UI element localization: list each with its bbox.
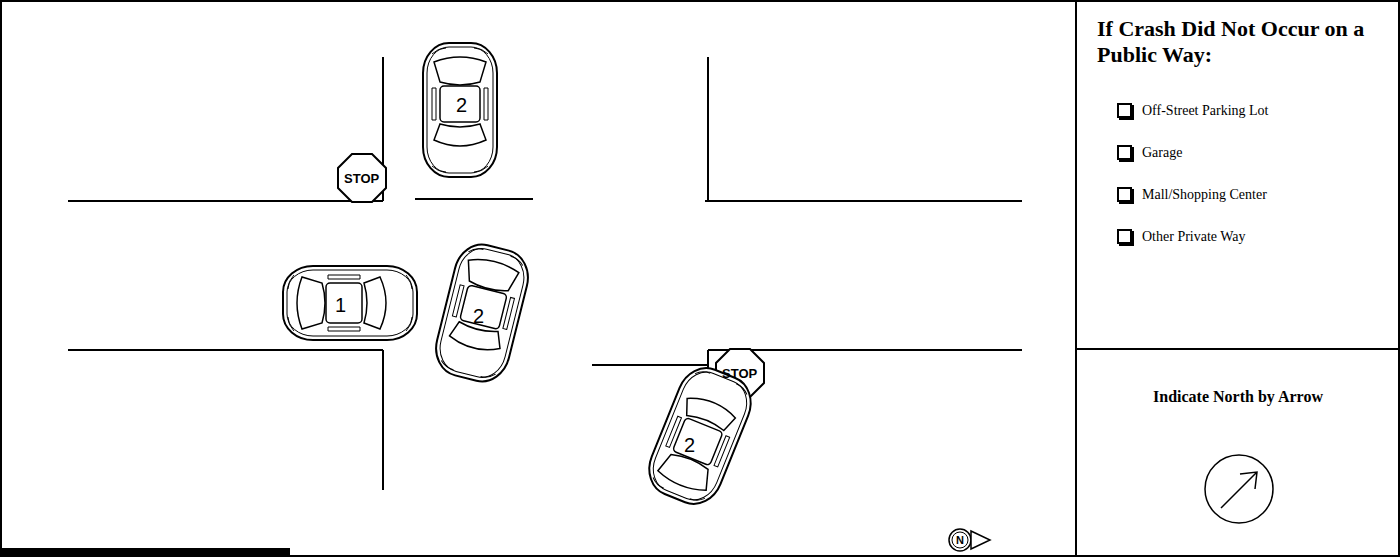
checkbox <box>1117 145 1132 160</box>
stop-sign-text: STOP <box>722 367 757 380</box>
location-panel: If Crash Did Not Occur on a Public Way: O… <box>1077 2 1399 348</box>
checkbox <box>1117 103 1132 118</box>
panel-heading: Indicate North by Arrow <box>1083 388 1393 406</box>
stop-sign-text: STOP <box>344 172 379 185</box>
checkbox <box>1117 229 1132 244</box>
callout-number: 2 <box>473 306 484 326</box>
callout-number: 2 <box>456 95 467 115</box>
compass-letter: N <box>956 535 964 546</box>
checkbox-option: Garage <box>1117 145 1389 161</box>
checkbox <box>1117 187 1132 202</box>
callout-number: 2 <box>684 435 695 455</box>
option-text: Off-Street Parking Lot <box>1142 103 1269 119</box>
panel-heading: If Crash Did Not Occur on a Public Way: <box>1097 16 1389 69</box>
north-panel: Indicate North by Arrow <box>1077 350 1399 450</box>
option-text: Mall/Shopping Center <box>1142 187 1267 203</box>
callout-number: 1 <box>335 295 346 315</box>
checkbox-option: Mall/Shopping Center <box>1117 187 1389 203</box>
option-text: Garage <box>1142 145 1182 161</box>
checkbox-option: Off-Street Parking Lot <box>1117 103 1389 119</box>
checkbox-option: Other Private Way <box>1117 229 1389 245</box>
option-text: Other Private Way <box>1142 229 1246 245</box>
